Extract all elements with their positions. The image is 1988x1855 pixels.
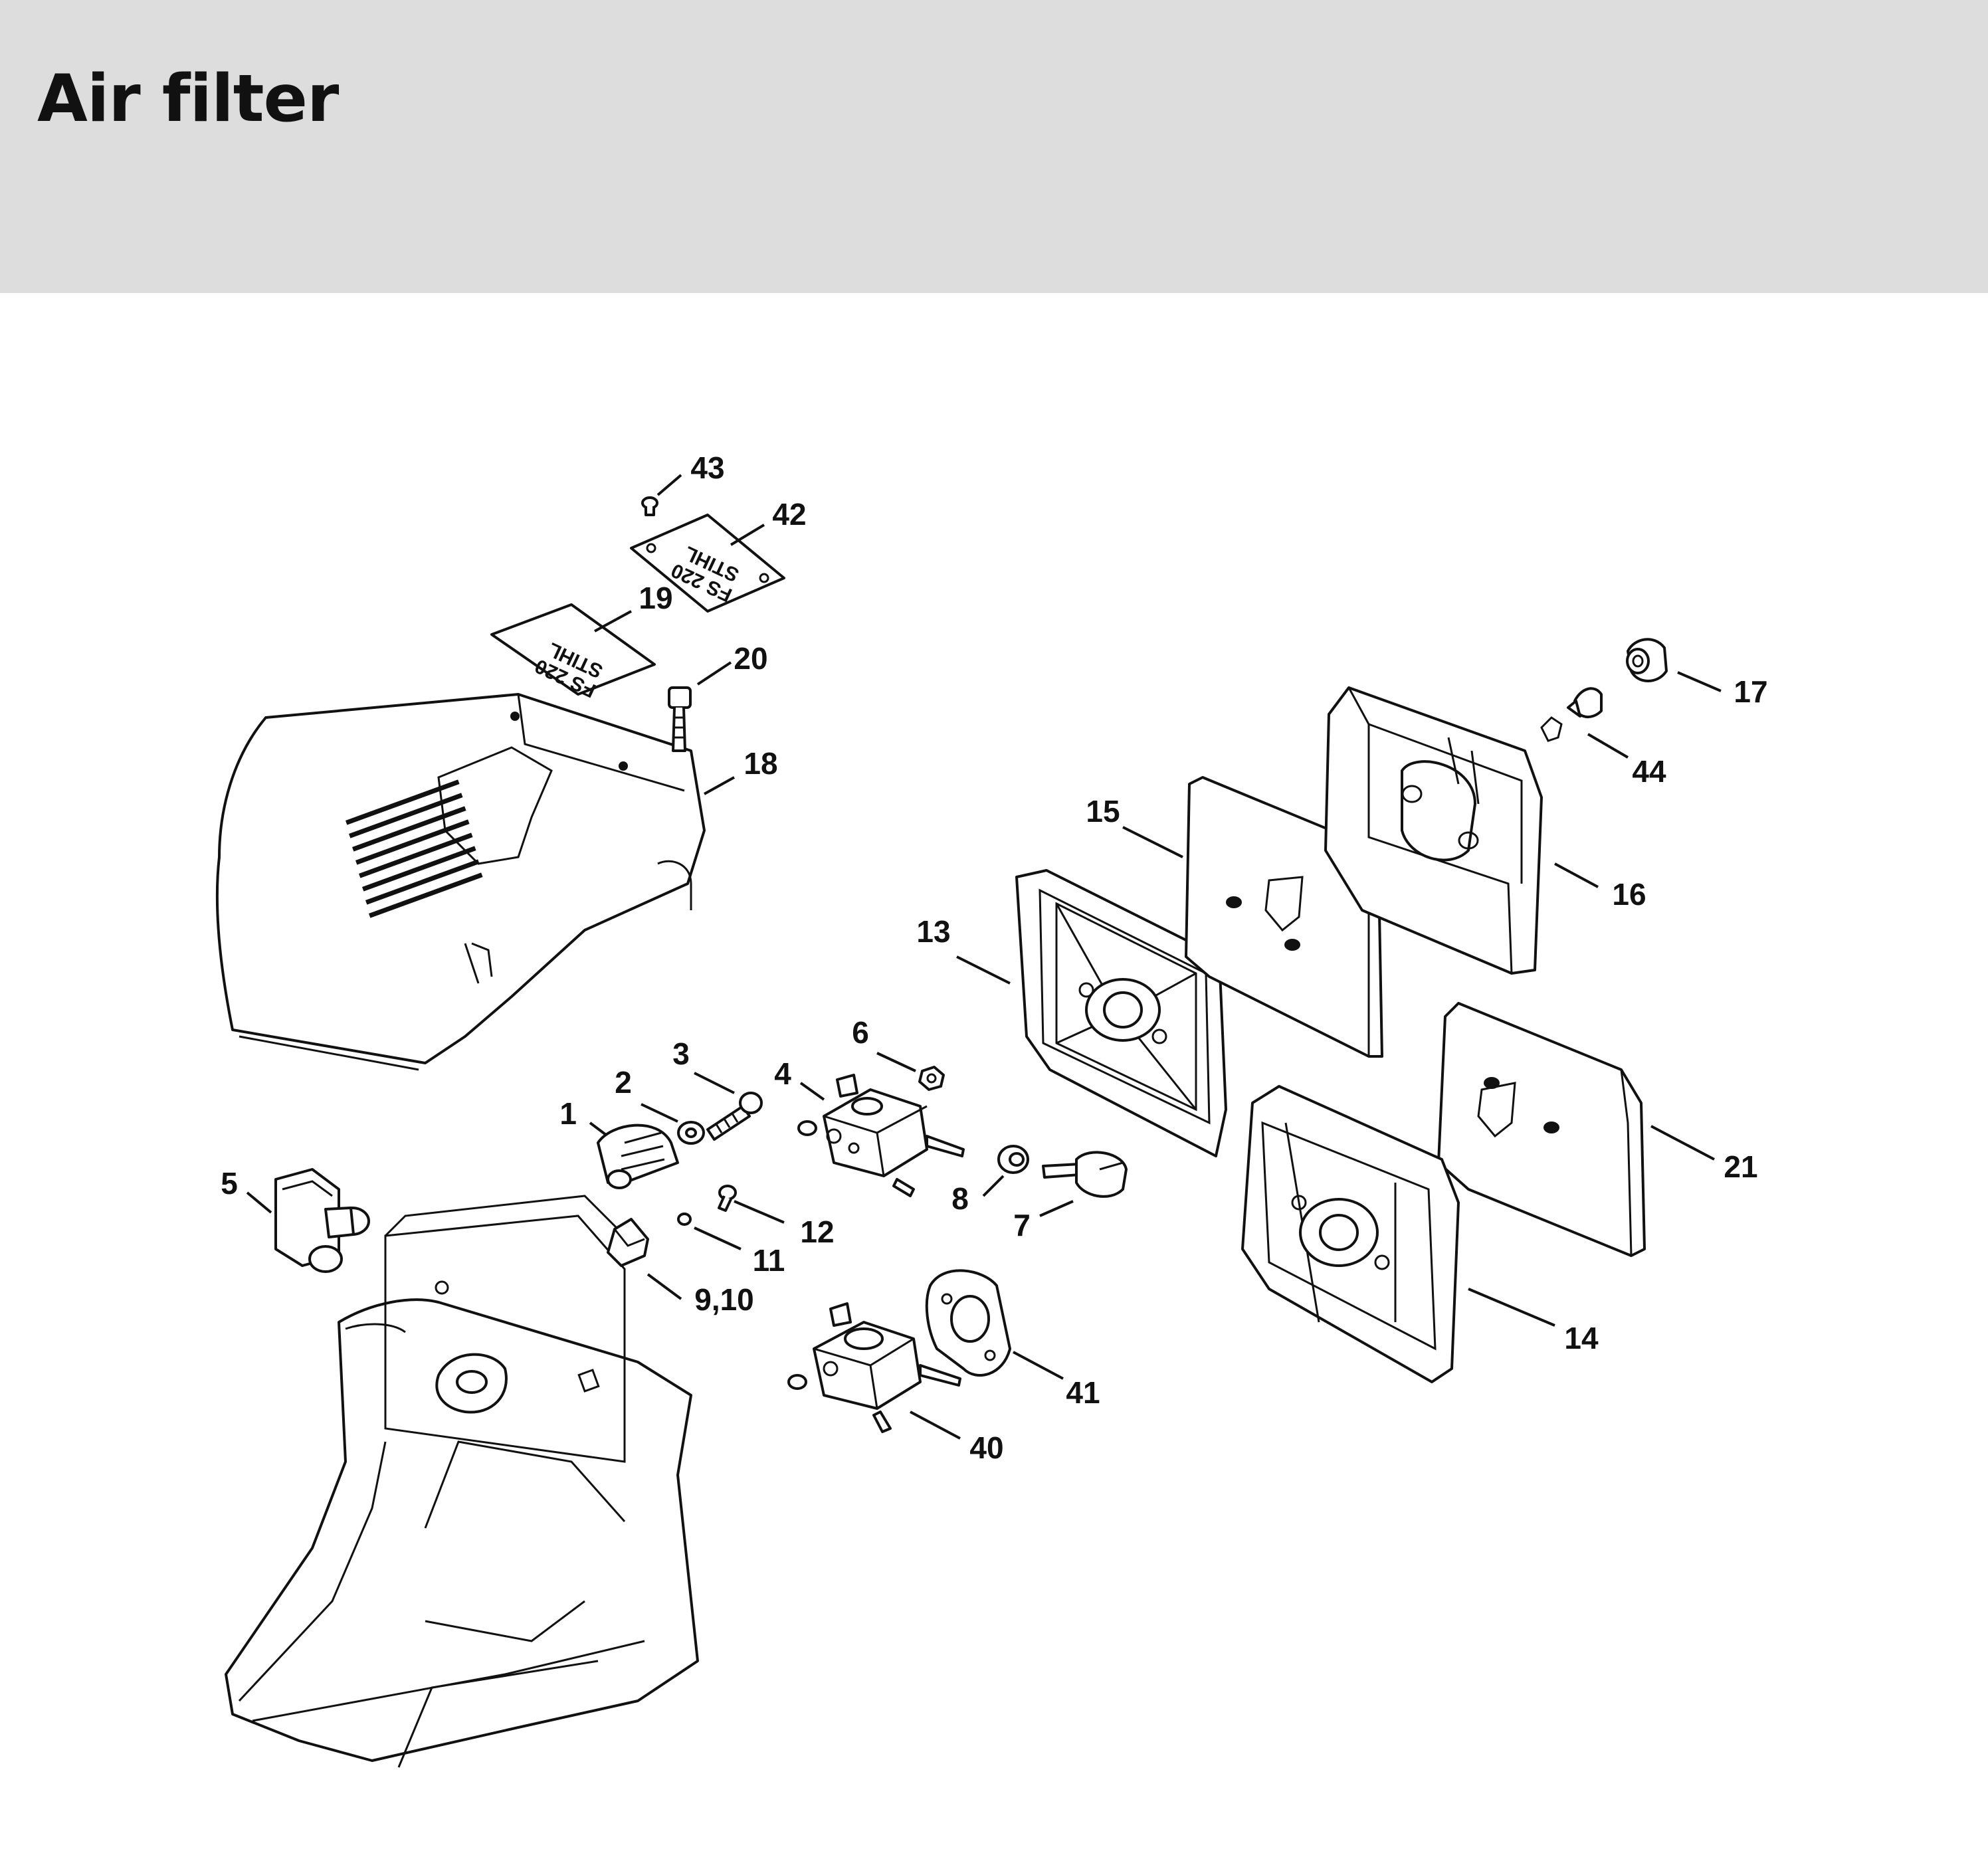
part-4-carburetor-drawing <box>797 1074 965 1197</box>
part-40-carburetor-drawing <box>787 1302 961 1433</box>
callout-14: 14 <box>1564 1321 1599 1355</box>
header-bar: Air filter <box>0 0 1988 293</box>
part-8-grommet-drawing <box>997 1145 1029 1174</box>
callout-15: 15 <box>1086 794 1120 829</box>
callout-6: 6 <box>852 1015 869 1050</box>
part-2-washer-hole-drawing <box>685 1127 697 1138</box>
page-title: Air filter <box>37 61 339 137</box>
callout-8: 8 <box>951 1181 969 1216</box>
part-13-filter-base-drawing <box>1015 869 1227 1157</box>
callout-4: 4 <box>774 1056 791 1091</box>
callout-11: 11 <box>753 1243 785 1278</box>
part-17-nut-drawing <box>1626 638 1668 682</box>
callout-13: 13 <box>916 914 950 949</box>
part-5-manifold-drawing <box>274 1168 370 1273</box>
part-16-filter-cover-drawing <box>1324 686 1543 975</box>
part-3-screw-drawing <box>706 1092 763 1141</box>
callout-40: 40 <box>969 1430 1003 1465</box>
callout-16: 16 <box>1612 877 1646 912</box>
part-11-washer-drawing <box>677 1213 692 1226</box>
part-42-nameplate-drawing: STIHL FS 220 <box>630 514 785 613</box>
part-41-gasket-drawing <box>925 1269 1011 1377</box>
callout-5: 5 <box>221 1166 238 1201</box>
part-6-nut-drawing <box>918 1066 945 1091</box>
callout-12: 12 <box>800 1215 834 1249</box>
callout-41: 41 <box>1066 1375 1100 1410</box>
callout-44: 44 <box>1632 754 1666 789</box>
part-7-choke-drawing <box>1042 1151 1128 1198</box>
callout-7: 7 <box>1013 1208 1031 1242</box>
leader-lines <box>246 474 1722 1440</box>
callout-21: 21 <box>1724 1149 1757 1184</box>
part-43-screw-drawing <box>641 496 658 516</box>
part-9-10-lever-drawing <box>607 1218 649 1267</box>
part-1-baffle-drawing <box>597 1123 679 1189</box>
callout-3: 3 <box>672 1036 690 1071</box>
part-18-shroud-drawing <box>215 693 706 1071</box>
callout-18: 18 <box>744 746 777 781</box>
callout-2: 2 <box>615 1065 632 1100</box>
part-6-nut-hole-drawing <box>926 1073 937 1084</box>
part-20-screw-drawing <box>668 686 692 752</box>
callout-20: 20 <box>734 641 767 676</box>
callout-17: 17 <box>1734 674 1767 709</box>
callout-9-10: 9,10 <box>694 1282 754 1317</box>
housing-drawing <box>225 1195 699 1768</box>
callout-43: 43 <box>690 450 724 485</box>
part-12-screw-drawing <box>718 1185 737 1212</box>
part-19-decal-drawing: STIHL FS 220 <box>490 603 656 702</box>
callout-42: 42 <box>772 497 806 532</box>
part-21-filter-element-drawing <box>1437 1002 1646 1257</box>
part-44-clip-drawing <box>1540 687 1603 742</box>
part-14-filter-base-drawing <box>1241 1085 1460 1383</box>
callout-19: 19 <box>639 581 672 615</box>
callout-1: 1 <box>559 1096 577 1131</box>
